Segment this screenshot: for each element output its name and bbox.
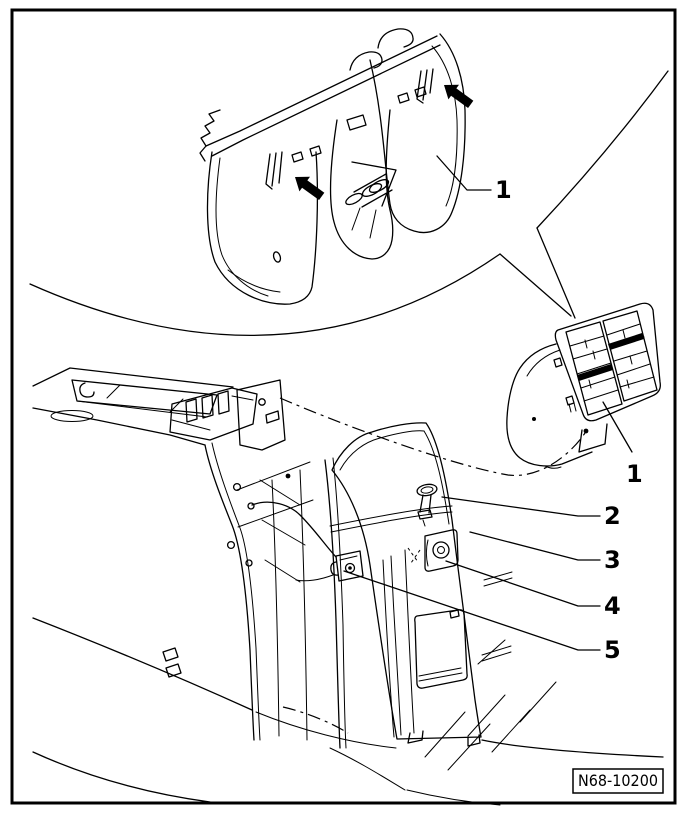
callout-5: 5: [343, 570, 621, 664]
callout-1-top: 1: [436, 155, 512, 204]
floor-lines: [32, 571, 664, 806]
border-frame: [10, 8, 677, 805]
callout-3: 3: [469, 531, 621, 574]
drawing-number-box: N68-10200: [572, 768, 664, 794]
callout-label: 2: [604, 502, 621, 530]
callout-2: 2: [441, 496, 621, 530]
callout-label: 4: [604, 592, 621, 620]
callout-label: 1: [626, 460, 643, 488]
callout-4: 4: [445, 560, 621, 620]
vent-assembly-front-view: [506, 302, 661, 469]
detail-circle: [29, 70, 669, 336]
release-arrow-right-icon: [444, 84, 474, 109]
center-console: [32, 367, 347, 749]
vent-housing-rear-view: [199, 28, 466, 305]
callout-label: 3: [604, 546, 621, 574]
callout-label: 1: [495, 176, 512, 204]
drawing-number: N68-10200: [578, 771, 658, 790]
callout-label: 5: [604, 636, 621, 664]
release-arrow-left-icon: [295, 176, 325, 201]
locator-dashdot-line: [279, 397, 589, 476]
bulb-socket: [407, 483, 438, 564]
callout-1-vent: 1: [602, 401, 643, 488]
